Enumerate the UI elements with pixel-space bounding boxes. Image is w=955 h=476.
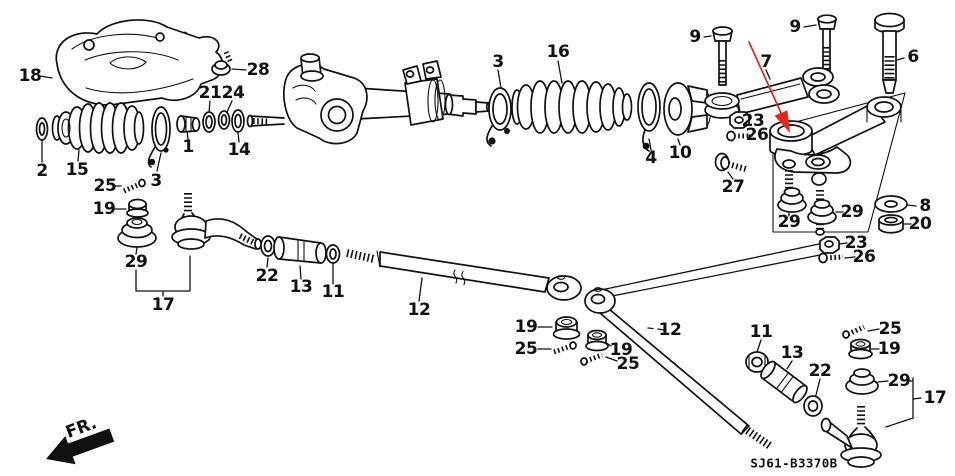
highlight-arrow: [748, 41, 790, 133]
part-20-nut: [878, 214, 904, 234]
part-25-cotter-pin-center-a: [553, 341, 577, 355]
part-3-boot-clamp-left: [147, 106, 171, 168]
part-25-cotter-pin-right: [842, 324, 866, 339]
pinion-shaft-drawing: [246, 114, 285, 128]
part-steering-rack: [283, 53, 493, 145]
part-13-sleeve-left: [273, 236, 327, 264]
part-27-bolt: [714, 152, 747, 172]
part-10-coupling: [663, 82, 712, 136]
part-22-ring-left: [260, 235, 276, 257]
leader-lines: [39, 24, 922, 428]
part-14-washer: [231, 109, 245, 133]
part-23-nut-upper: [729, 111, 750, 129]
part-13-sleeve-right: [760, 360, 808, 404]
part-29-boot-idler-a: [777, 187, 807, 213]
part-29-boot-right: [845, 368, 879, 395]
part-26-bolt-lower: [818, 252, 844, 264]
part-11-ring-left: [325, 244, 341, 264]
part-29-boot-idler-b: [807, 199, 837, 225]
part-17-tie-rod-end-right: [820, 406, 882, 468]
drawing-code: SJ61-B3370B: [750, 455, 838, 471]
part-26-bolt-upper: [726, 130, 749, 142]
part-17-tie-rod-end-left: [171, 193, 262, 250]
part-12-rod-right: [584, 287, 773, 450]
part-8-washer: [874, 195, 908, 213]
part-1-bushing: [176, 115, 201, 133]
part-19-castle-nut-right: [848, 338, 873, 360]
part-7-steering-arm: [704, 67, 840, 119]
part-15-steering-boot: [51, 102, 145, 154]
part-23-nut-lower: [819, 236, 840, 254]
part-19-castle-nut-left: [126, 198, 149, 218]
part-29-boot-left: [117, 217, 157, 248]
part-18-gearbox-bracket: [55, 19, 224, 106]
part-25-cotter-pin-left: [122, 178, 146, 194]
part-6-bolt: [874, 12, 905, 94]
part-21-washer: [202, 111, 216, 133]
part-4-boot-clamp: [637, 82, 661, 152]
part-9-bolt-right: [817, 14, 837, 72]
front-direction-arrow: FR.: [46, 413, 115, 465]
part-2-ring: [35, 117, 49, 141]
part-3-boot-clamp-right: [486, 87, 512, 147]
part-16-steering-boot: [511, 80, 633, 134]
part-9-bolt-left: [712, 26, 733, 86]
part-28-bolt: [211, 50, 234, 76]
part-24-nut: [217, 110, 231, 130]
part-12-rod-left: [346, 249, 582, 301]
part-22-ring-right: [803, 395, 823, 417]
idler-assembly-box: [772, 92, 906, 233]
part-25-cotter-pin-center-b: [580, 352, 603, 366]
part-19-castle-nut-center-a: [552, 316, 581, 340]
part-19-castle-nut-center-b: [585, 329, 609, 352]
